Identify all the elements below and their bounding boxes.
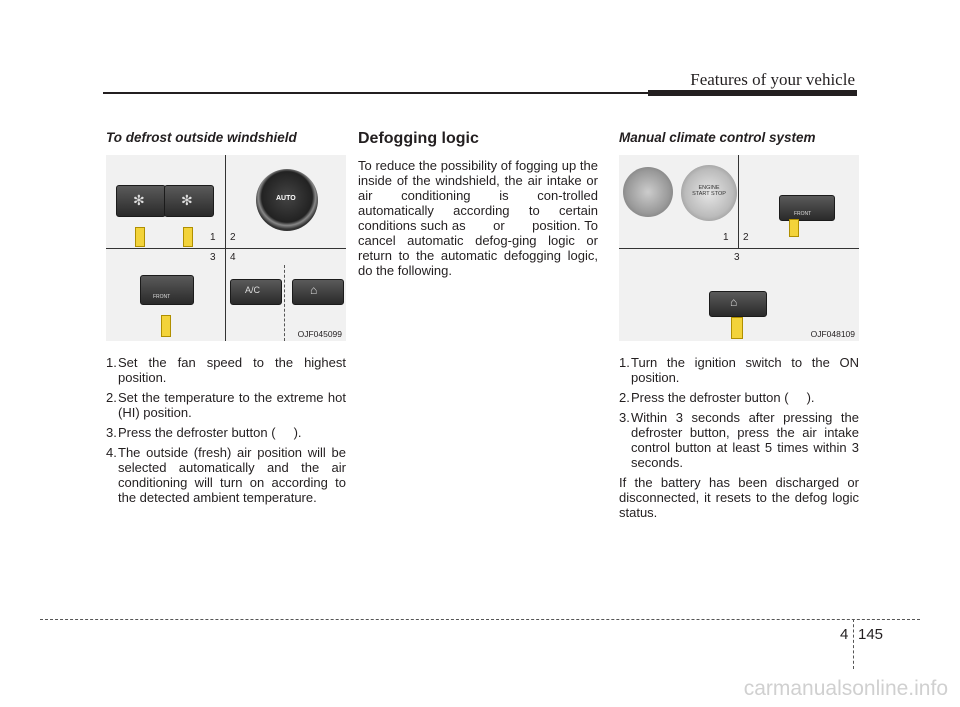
step-text: Set the fan speed to the highest positio… <box>118 355 346 385</box>
arrow-icon <box>731 317 743 339</box>
step-text: Set the temperature to the extreme hot (… <box>118 390 346 420</box>
page-number: 145 <box>858 626 884 643</box>
step-number: 2. <box>619 390 630 405</box>
fan-down-button: ✻ <box>116 185 166 217</box>
step-text: Within 3 seconds after pressing the defr… <box>631 410 859 470</box>
column-defrost-outside: To defrost outside windshield ✻ ✻ AUTO 1… <box>106 130 346 510</box>
figure-divider <box>284 265 285 341</box>
header-rule-accent <box>648 90 857 96</box>
step-item: 3.Press the defroster button ( ). <box>106 425 346 440</box>
section-heading: To defrost outside windshield <box>106 130 297 145</box>
figure-climate-panel: ✻ ✻ AUTO 1 2 3 4 FRONT A/C ⌂ OJF045099 <box>106 155 346 341</box>
front-defrost-button: FRONT <box>779 195 835 221</box>
footer-divider <box>853 619 854 669</box>
section-heading: Manual climate control system <box>619 130 816 145</box>
figure-number: 2 <box>230 232 236 243</box>
figure-divider <box>619 248 859 249</box>
fan-icon: ✻ <box>133 192 145 208</box>
defogging-paragraph: To reduce the possibility of fogging up … <box>358 158 598 278</box>
temperature-knob <box>256 169 318 231</box>
arrow-icon <box>789 219 799 237</box>
car-icon: ⌂ <box>730 295 738 309</box>
reset-paragraph: If the battery has been discharged or di… <box>619 475 859 520</box>
figure-number: 2 <box>743 232 749 243</box>
step-item: 2.Press the defroster button ( ). <box>619 390 859 405</box>
step-item: 3.Within 3 seconds after pressing the de… <box>619 410 859 470</box>
ignition-key-cylinder <box>623 167 673 217</box>
ac-label: A/C <box>245 285 261 295</box>
step-item: 2.Set the temperature to the extreme hot… <box>106 390 346 420</box>
figure-number: 3 <box>734 252 740 263</box>
ac-button: A/C <box>230 279 282 305</box>
air-recirculation-button: ⌂ <box>709 291 767 317</box>
figure-code: OJF045099 <box>297 329 342 339</box>
step-text: The outside (fresh) air position will be… <box>118 445 346 505</box>
step-number: 3. <box>619 410 630 425</box>
arrow-icon <box>183 227 193 247</box>
figure-ignition-panel: ENGINE START STOP 1 2 3 FRONT ⌂ OJF04810… <box>619 155 859 341</box>
column-manual-climate: Manual climate control system ENGINE STA… <box>619 130 859 525</box>
step-text: Press the defroster button ( ). <box>631 390 815 405</box>
figure-number: 4 <box>230 252 236 263</box>
arrow-icon <box>161 315 171 337</box>
figure-code: OJF048109 <box>810 329 855 339</box>
step-text: Turn the ignition switch to the ON posit… <box>631 355 859 385</box>
footer-rule <box>40 619 920 620</box>
step-number: 1. <box>106 355 117 370</box>
car-icon: ⌂ <box>310 283 318 297</box>
step-item: 1.Turn the ignition switch to the ON pos… <box>619 355 859 385</box>
step-item: 1.Set the fan speed to the highest posit… <box>106 355 346 385</box>
auto-label: AUTO <box>276 195 296 202</box>
start-button-label: ENGINE START STOP <box>692 185 726 197</box>
step-number: 4. <box>106 445 117 460</box>
step-number: 3. <box>106 425 117 440</box>
watermark: carmanualsonline.info <box>743 677 948 700</box>
front-label: FRONT <box>153 294 171 300</box>
front-label: FRONT <box>794 211 812 217</box>
step-number: 2. <box>106 390 117 405</box>
fan-icon: ✻ <box>181 192 193 208</box>
figure-divider <box>225 155 226 341</box>
arrow-icon <box>135 227 145 247</box>
figure-divider <box>106 248 346 249</box>
column-defogging-logic: Defogging logic To reduce the possibilit… <box>358 130 598 283</box>
front-defrost-button: FRONT <box>140 275 194 305</box>
section-heading: Defogging logic <box>358 130 479 147</box>
header-rule <box>103 92 857 94</box>
start-stop-button <box>681 165 737 221</box>
fan-up-button: ✻ <box>164 185 214 217</box>
air-recirculation-button: ⌂ <box>292 279 344 305</box>
step-number: 1. <box>619 355 630 370</box>
figure-divider <box>738 155 739 248</box>
figure-number: 3 <box>210 252 216 263</box>
step-item: 4.The outside (fresh) air position will … <box>106 445 346 505</box>
step-text: Press the defroster button ( ). <box>118 425 302 440</box>
page-header-title: Features of your vehicle <box>690 70 855 89</box>
figure-number: 1 <box>723 232 729 243</box>
chapter-number: 4 <box>840 626 849 643</box>
figure-number: 1 <box>210 232 216 243</box>
